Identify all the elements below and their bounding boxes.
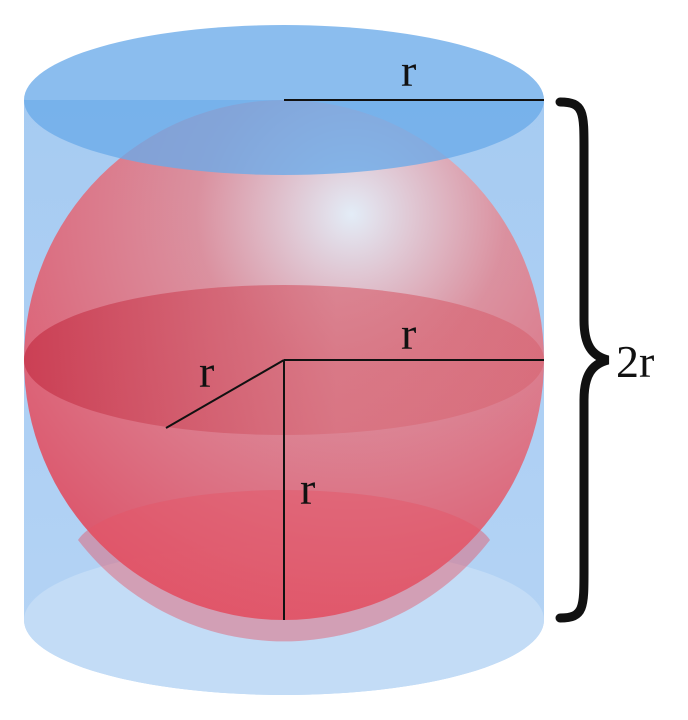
depth-radius-label: r: [199, 346, 214, 397]
top-radius-label: r: [401, 45, 416, 96]
height-brace: [555, 97, 610, 623]
equator-radius-label: r: [401, 308, 416, 359]
depth-radius-line: [165, 359, 285, 429]
height-label: 2r: [616, 336, 654, 387]
vertical-radius-label: r: [300, 463, 315, 514]
